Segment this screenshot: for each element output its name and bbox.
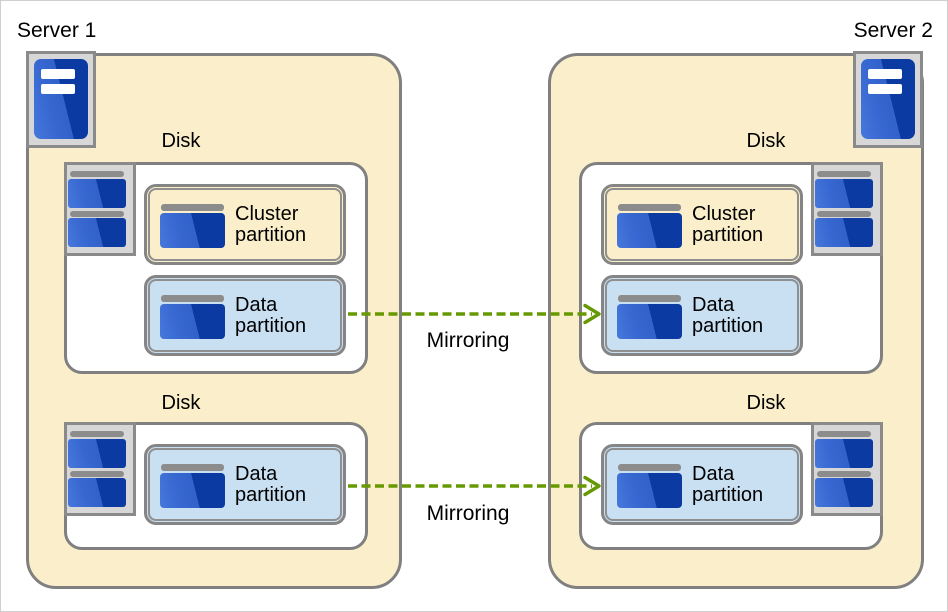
partition-box-data: Data partition: [144, 444, 346, 525]
partition-icon-body: [160, 213, 225, 248]
partition-icon-body: [160, 304, 225, 339]
disk-stack-icon: [811, 422, 883, 516]
server2-label: Server 2: [853, 19, 933, 42]
disk-platter-bar: [817, 431, 871, 437]
server-drive-slot: [41, 84, 75, 94]
disk-label: Disk: [161, 130, 201, 152]
disk-platter-bar: [70, 431, 124, 437]
disk-platter-bar: [70, 471, 124, 477]
partition-label: Cluster partition: [235, 202, 307, 246]
partition-icon-bar: [161, 295, 224, 302]
partition-icon-body: [160, 473, 225, 508]
server-tower-icon: [853, 51, 923, 148]
partition-box-data: Data partition: [144, 275, 346, 356]
server-tower-body: [34, 59, 88, 139]
partition-icon-bar: [618, 204, 681, 211]
partition-icon-bar: [618, 295, 681, 302]
partition-box-cluster: Cluster partition: [601, 184, 803, 265]
server-tower-icon: [26, 51, 96, 148]
disk-stack-icon: [811, 162, 883, 256]
partition-label: Data partition: [235, 462, 307, 506]
disk-stack-icon: [64, 422, 136, 516]
partition-icon-body: [617, 304, 682, 339]
disk-label: Disk: [746, 392, 786, 414]
disk-platter: [815, 478, 873, 507]
disk-platter-bar: [817, 211, 871, 217]
disk-platter: [815, 179, 873, 208]
disk-platter: [68, 179, 126, 208]
partition-label: Cluster partition: [692, 202, 764, 246]
server-drive-slot: [868, 84, 902, 94]
partition-icon-bar: [161, 464, 224, 471]
partition-icon: [160, 295, 225, 339]
disk-platter: [815, 218, 873, 247]
partition-icon-body: [617, 213, 682, 248]
disk-label: Disk: [161, 392, 201, 414]
partition-icon-bar: [618, 464, 681, 471]
partition-icon: [617, 204, 682, 248]
disk-platter: [68, 218, 126, 247]
partition-label: Data partition: [235, 293, 307, 337]
partition-label: Data partition: [692, 293, 764, 337]
disk-label: Disk: [746, 130, 786, 152]
disk-platter-bar: [817, 471, 871, 477]
disk-platter-bar: [817, 171, 871, 177]
disk-platter-bar: [70, 211, 124, 217]
partition-box-data: Data partition: [601, 444, 803, 525]
partition-icon-body: [617, 473, 682, 508]
partition-box-data: Data partition: [601, 275, 803, 356]
server-drive-slot: [868, 69, 902, 79]
disk-stack-icon: [64, 162, 136, 256]
mirroring-label: Mirroring: [426, 502, 510, 525]
server-tower-body: [861, 59, 915, 139]
partition-icon: [617, 295, 682, 339]
disk-platter: [68, 439, 126, 468]
disk-platter: [68, 478, 126, 507]
partition-icon: [160, 464, 225, 508]
server-drive-slot: [41, 69, 75, 79]
partition-icon-bar: [161, 204, 224, 211]
partition-icon: [617, 464, 682, 508]
partition-label: Data partition: [692, 462, 764, 506]
partition-icon: [160, 204, 225, 248]
disk-platter: [815, 439, 873, 468]
disk-platter-bar: [70, 171, 124, 177]
partition-box-cluster: Cluster partition: [144, 184, 346, 265]
mirroring-label: Mirroring: [426, 329, 510, 352]
server1-label: Server 1: [17, 19, 97, 42]
